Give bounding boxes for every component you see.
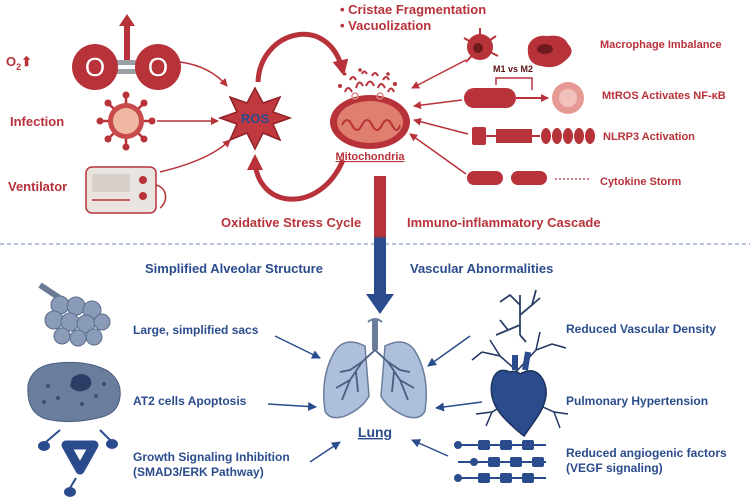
signaling-inhibition-icon <box>38 429 118 497</box>
arrow-cytokine-to-mito <box>409 133 467 175</box>
vascular-density-label: Reduced Vascular Density <box>566 322 716 336</box>
m1-m2-label: M1 vs M2 <box>493 64 533 74</box>
simplified-sacs-label: Large, simplified sacs <box>133 323 259 337</box>
ventilator-icon <box>85 166 167 214</box>
macrophage-imbalance-label: Macrophage Imbalance <box>600 39 722 51</box>
arrow-vegf-to-lung <box>411 439 449 457</box>
arrow-nfkb-to-mito <box>413 99 463 110</box>
cycle-arrow-lower <box>247 154 346 202</box>
cytokine-storm-label: Cytokine Storm <box>600 176 682 188</box>
lung-icon <box>323 318 427 419</box>
alveolar-heading: Simplified Alveolar Structure <box>145 261 323 276</box>
central-arrow <box>366 176 394 314</box>
angiogenic-factors-label-line1: Reduced angiogenic factors <box>566 446 727 460</box>
mtros-nfkb-label: MtROS Activates NF-κB <box>602 90 726 102</box>
arrow-macrophage-to-mito <box>411 59 467 89</box>
arrow-sacs-to-lung <box>274 335 321 359</box>
angiogenic-factors-icon <box>454 440 546 483</box>
lung-label: Lung <box>358 424 392 440</box>
immuno-inflammatory-cascade-label: Immuno-inflammatory Cascade <box>407 215 601 230</box>
growth-signaling-label-line2: (SMAD3/ERK Pathway) <box>133 465 264 479</box>
at2-cell-icon <box>27 361 121 423</box>
ros-label: ROS <box>241 111 270 126</box>
ventilator-label: Ventilator <box>8 179 67 194</box>
alveolar-sacs-icon <box>38 282 111 347</box>
arrow-nlrp3-to-mito <box>413 117 469 135</box>
arrow-heart-to-lung <box>435 401 483 412</box>
arrow-ventilator-to-ros <box>159 139 231 173</box>
svg-text:O: O <box>85 52 105 82</box>
mito-change-bullet-1: • Cristae Fragmentation <box>340 2 486 17</box>
heart-icon <box>471 331 569 438</box>
cycle-arrow-upper <box>255 31 349 83</box>
angiogenic-factors-label-line2: (VEGF signaling) <box>566 461 663 475</box>
virus-icon <box>96 91 156 151</box>
arrow-vessel-to-lung <box>427 335 471 367</box>
mitochondria-icon <box>330 68 410 149</box>
nlrp3-activation-label: NLRP3 Activation <box>603 131 695 143</box>
infection-label: Infection <box>10 114 64 129</box>
ros-burst-icon <box>217 86 293 151</box>
blood-vessel-icon <box>495 289 541 343</box>
nfkb-activation-icon <box>464 77 584 114</box>
oxidative-stress-cycle-label: Oxidative Stress Cycle <box>221 215 361 230</box>
arrow-o2-to-ros <box>179 61 228 87</box>
arrow-at2-to-lung <box>267 402 317 411</box>
mitochondria-label: Mitochondria <box>335 151 405 163</box>
svg-text:O: O <box>148 52 168 82</box>
growth-signaling-label-line1: Growth Signaling Inhibition <box>133 450 290 464</box>
macrophage-m1-icon <box>463 28 499 63</box>
oxygen-molecule-icon: O O <box>72 14 181 90</box>
at2-apoptosis-label: AT2 cells Apoptosis <box>133 394 247 408</box>
o2-label: O2⬆ <box>6 54 32 72</box>
macrophage-m2-icon <box>527 35 572 68</box>
cytokine-icon <box>467 171 590 185</box>
vascular-heading: Vascular Abnormalities <box>410 261 553 276</box>
arrow-signaling-to-lung <box>309 441 341 463</box>
nlrp3-inflammasome-icon <box>472 127 595 145</box>
pulmonary-hypertension-label: Pulmonary Hypertension <box>566 394 708 408</box>
mito-change-bullet-2: • Vacuolization <box>340 18 431 33</box>
